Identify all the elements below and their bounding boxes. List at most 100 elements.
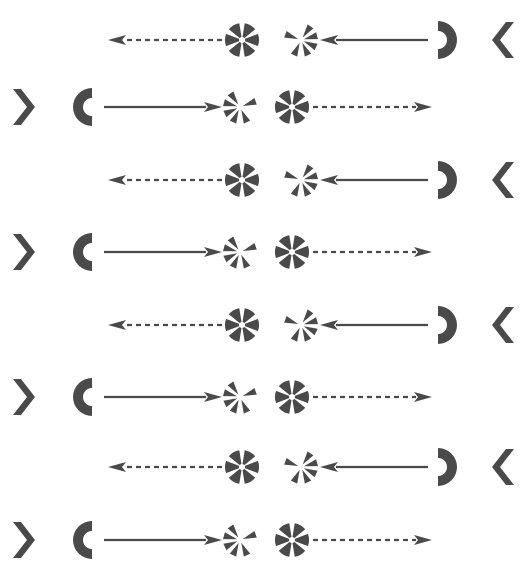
star-burst-icon: [223, 236, 257, 268]
half-ring-icon: [73, 378, 92, 416]
ring-body: [438, 448, 457, 486]
chevron-left-icon: [492, 22, 514, 58]
burst-ray: [291, 43, 300, 57]
chevron-shape: [492, 162, 514, 198]
ring-body: [73, 521, 92, 559]
dashed-arrow-left: [108, 320, 222, 330]
burst-ray: [291, 470, 300, 484]
segmented-disc-icon: [225, 23, 259, 57]
half-ring-icon: [438, 161, 457, 199]
segmented-disc-icon: [225, 308, 259, 342]
dashed-arrow-right: [313, 392, 432, 402]
arrow-head: [204, 247, 222, 257]
solid-arrow-left: [320, 462, 428, 472]
arrow-head: [320, 320, 338, 330]
pattern-row: [13, 521, 432, 559]
half-ring-icon: [73, 521, 92, 559]
dashed-arrow-left: [108, 175, 222, 185]
segmented-disc-icon: [225, 163, 259, 197]
pattern-row: [13, 233, 432, 271]
arrow-head: [108, 175, 126, 185]
arrow-head: [204, 102, 222, 112]
pattern-row: [13, 88, 432, 126]
burst-ray: [284, 31, 298, 39]
burst-ray: [243, 243, 257, 251]
chevron-left-icon: [492, 449, 514, 485]
chevron-shape: [13, 234, 35, 270]
ring-body: [438, 161, 457, 199]
ring-body: [438, 306, 457, 344]
ring-body: [73, 378, 92, 416]
arrow-head: [414, 535, 432, 545]
star-burst-icon: [284, 451, 318, 483]
chevron-shape: [13, 379, 35, 415]
burst-ray: [243, 531, 257, 539]
dashed-arrow-right: [313, 535, 432, 545]
star-burst-icon: [223, 381, 257, 413]
solid-arrow-right: [104, 535, 222, 545]
half-ring-icon: [438, 306, 457, 344]
chevron-shape: [492, 307, 514, 343]
arrow-head: [204, 535, 222, 545]
ring-body: [73, 233, 92, 271]
ring-body: [73, 88, 92, 126]
chevron-left-icon: [492, 162, 514, 198]
pattern-row: [108, 21, 514, 59]
segmented-disc-icon: [275, 235, 309, 269]
segmented-disc-icon: [225, 450, 259, 484]
pattern-row: [108, 306, 514, 344]
burst-ray: [291, 183, 300, 197]
chevron-right-icon: [13, 522, 35, 558]
dashed-arrow-right: [313, 102, 432, 112]
burst-ray: [243, 98, 257, 106]
burst-ray: [291, 328, 300, 342]
burst-ray: [243, 388, 257, 396]
star-burst-icon: [223, 524, 257, 556]
solid-arrow-right: [104, 247, 222, 257]
pattern-row: [13, 378, 432, 416]
arrow-head: [320, 175, 338, 185]
chevron-shape: [13, 89, 35, 125]
dashed-arrow-left: [108, 462, 222, 472]
burst-ray: [241, 255, 250, 269]
half-ring-icon: [438, 448, 457, 486]
burst-ray: [284, 316, 298, 324]
chevron-shape: [13, 522, 35, 558]
pattern-row: [108, 161, 514, 199]
half-ring-icon: [438, 21, 457, 59]
chevron-left-icon: [492, 307, 514, 343]
half-ring-icon: [73, 233, 92, 271]
arrow-head: [414, 102, 432, 112]
segmented-disc-icon: [275, 380, 309, 414]
star-burst-icon: [284, 309, 318, 341]
arrow-head: [108, 35, 126, 45]
solid-arrow-left: [320, 35, 428, 45]
segmented-disc-icon: [275, 90, 309, 124]
burst-ray: [241, 110, 250, 124]
solid-arrow-right: [104, 392, 222, 402]
chevron-right-icon: [13, 379, 35, 415]
half-ring-icon: [73, 88, 92, 126]
ring-body: [438, 21, 457, 59]
star-burst-icon: [223, 91, 257, 123]
arrow-head: [108, 320, 126, 330]
arrow-head: [414, 392, 432, 402]
arrow-head: [204, 392, 222, 402]
chevron-right-icon: [13, 234, 35, 270]
chevron-right-icon: [13, 89, 35, 125]
burst-ray: [241, 543, 250, 557]
star-burst-icon: [284, 164, 318, 196]
star-burst-icon: [284, 24, 318, 56]
dashed-arrow-right: [313, 247, 432, 257]
arrow-head: [320, 462, 338, 472]
burst-ray: [284, 458, 298, 466]
dashed-arrow-left: [108, 35, 222, 45]
segmented-disc-icon: [275, 523, 309, 557]
chevron-shape: [492, 22, 514, 58]
arrow-head: [108, 462, 126, 472]
arrow-head: [414, 247, 432, 257]
chevron-shape: [492, 449, 514, 485]
solid-arrow-left: [320, 175, 428, 185]
arrow-head: [320, 35, 338, 45]
